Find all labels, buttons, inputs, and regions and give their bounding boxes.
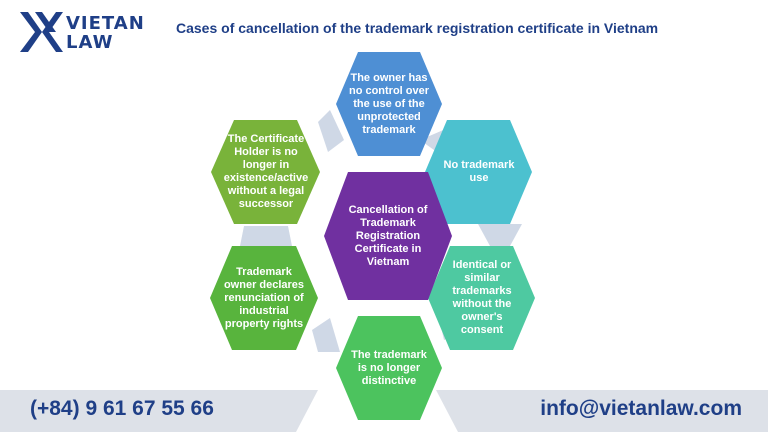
hexagon-case-1 <box>336 52 442 156</box>
hexagon-case-6 <box>211 120 320 224</box>
logo-mark-icon <box>20 12 63 52</box>
connector-5-6 <box>240 226 292 246</box>
case-5-label: Trademark owner declares renunciation of… <box>223 265 305 330</box>
logo-line-1: VIETAN <box>66 13 145 34</box>
logo-wordmark: VIETAN LAW <box>66 14 145 52</box>
footer-bar <box>0 390 768 432</box>
case-4-label: The trademark is no longer distinctive <box>351 348 427 387</box>
logo-line-2: LAW <box>66 32 114 53</box>
case-3-label: Identical or similar trademarks without … <box>452 259 512 336</box>
page-title: Cases of cancellation of the trademark r… <box>176 20 659 36</box>
vietan-law-logo: VIETAN LAW <box>20 12 150 54</box>
connector-2-3 <box>478 224 522 246</box>
hexagon-case-5 <box>210 246 318 350</box>
case-6-label: The Certificate Holder is no longer in e… <box>223 133 309 210</box>
connector-4-5 <box>312 318 340 352</box>
hexagon-case-3 <box>428 246 535 350</box>
case-2-label: No trademark use <box>443 159 515 184</box>
hexagon-case-4 <box>336 316 442 420</box>
connector-6-1 <box>318 110 344 152</box>
hexagon-case-2 <box>425 120 532 224</box>
footer-phone[interactable]: (+84) 9 61 67 55 66 <box>30 397 214 420</box>
hexagon-center <box>324 172 452 300</box>
center-label: Cancellation of Trademark Registration C… <box>348 203 428 268</box>
footer-email[interactable]: info@vietanlaw.com <box>540 397 742 420</box>
case-1-label: The owner has no control over the use of… <box>348 71 430 136</box>
